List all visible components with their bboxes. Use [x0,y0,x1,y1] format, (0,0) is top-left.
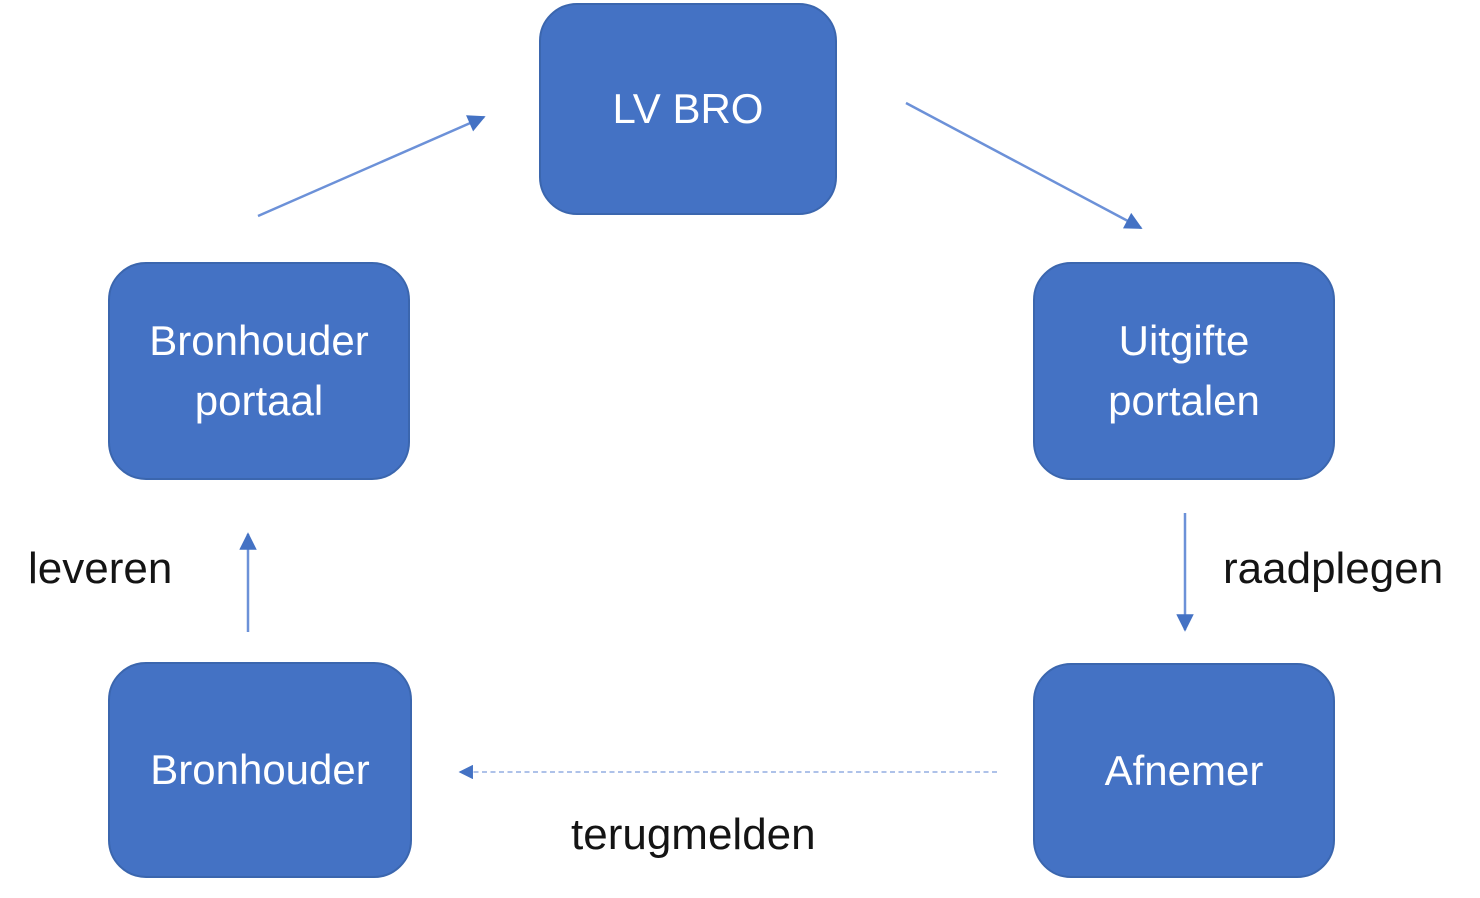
edge-label-leveren: leveren [28,544,173,593]
node-bronhouder-label: Bronhouder [150,746,370,794]
node-lv-bro-label: LV BRO [612,85,764,133]
node-afnemer-label: Afnemer [1104,746,1264,794]
node-bronhouder-portaal: Bronhouder portaal [108,262,410,480]
edge-label-terugmelden: terugmelden [571,810,816,859]
node-bronhouder: Bronhouder [108,662,412,878]
node-uitgifte-portalen-label: Uitgifte portalen [1108,317,1260,424]
node-bronhouder-portaal-label: Bronhouder portaal [149,317,369,424]
node-afnemer: Afnemer [1033,663,1335,878]
arrow-lvbro-to-uitgifteportalen [905,101,1143,230]
edge-label-raadplegen: raadplegen [1223,544,1444,593]
node-lv-bro: LV BRO [539,3,837,215]
arrow-bronhouderportaal-to-lvbro [257,115,486,218]
node-uitgifte-portalen: Uitgifte portalen [1033,262,1335,480]
